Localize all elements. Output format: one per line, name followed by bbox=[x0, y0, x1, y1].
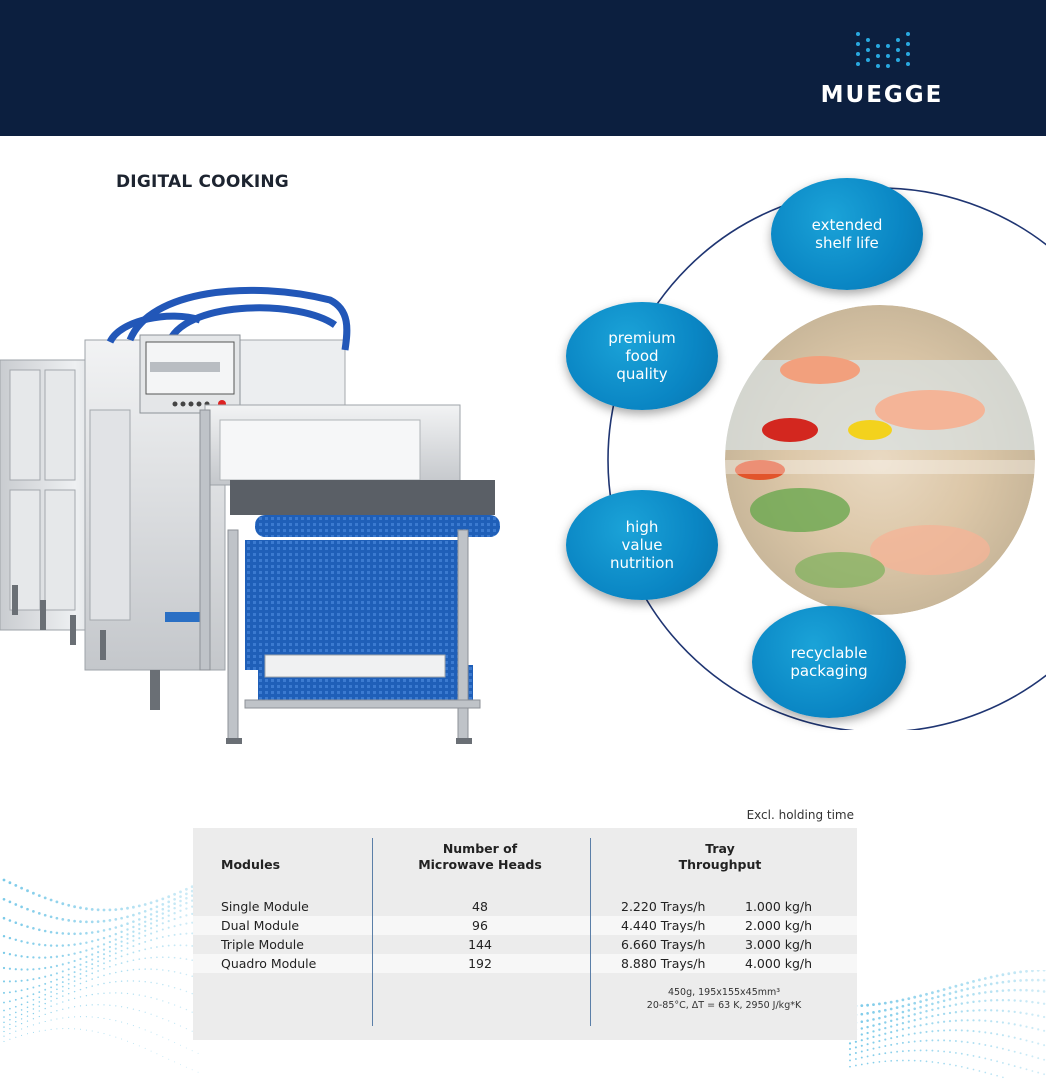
header-modules: Modules bbox=[221, 857, 281, 872]
benefits-ring bbox=[607, 187, 1046, 730]
cell-heads: 48 bbox=[472, 899, 488, 914]
cell-trays: 2.220 Trays/h bbox=[621, 899, 706, 914]
dot-wave-decoration-right bbox=[848, 970, 1046, 1079]
cell-heads: 96 bbox=[472, 918, 488, 933]
cell-kg: 1.000 kg/h bbox=[745, 899, 813, 914]
machine-frame bbox=[199, 409, 481, 741]
table-divider-1 bbox=[372, 838, 373, 1026]
cell-trays: 8.880 Trays/h bbox=[621, 956, 706, 971]
header-tray-line1: Tray bbox=[705, 841, 735, 856]
benefit-extended-shelf-life: extended shelf life bbox=[771, 178, 923, 290]
cell-trays: 6.660 Trays/h bbox=[621, 937, 706, 952]
table-row: Quadro Module 192 8.880 Trays/h 4.000 kg… bbox=[193, 954, 857, 973]
conveyor-belt bbox=[245, 515, 500, 703]
benefit-high-value-nutrition: high value nutrition bbox=[566, 490, 718, 600]
test-conditions-footnote: 450g, 195x155x45mm³ 20-85°C, ΔT = 63 K, … bbox=[590, 986, 858, 1012]
dot-wave-decoration-left bbox=[2, 878, 200, 1073]
cell-heads: 192 bbox=[468, 956, 492, 971]
muegge-logo: MUEGGE bbox=[806, 30, 958, 110]
header-heads-line1: Number of bbox=[442, 841, 518, 856]
table-row: Single Module 48 2.220 Trays/h 1.000 kg/… bbox=[193, 897, 857, 916]
hoses bbox=[106, 286, 351, 351]
holding-time-note: Excl. holding time bbox=[746, 808, 854, 822]
table-divider-2 bbox=[590, 838, 591, 1026]
benefit-premium-food-quality: premium food quality bbox=[566, 302, 718, 410]
logo-mark-icon bbox=[856, 32, 910, 68]
table-row: Triple Module 144 6.660 Trays/h 3.000 kg… bbox=[193, 935, 857, 954]
cell-module: Single Module bbox=[221, 899, 309, 914]
header-tray-line2: Throughput bbox=[678, 857, 762, 872]
machine-modules bbox=[0, 339, 346, 671]
footnote-line-2: 20-85°C, ΔT = 63 K, 2950 J/kg*K bbox=[646, 1000, 802, 1011]
microwave-machine-illustration bbox=[0, 286, 500, 744]
header-heads-line2: Microwave Heads bbox=[418, 857, 542, 872]
table-row: Dual Module 96 4.440 Trays/h 2.000 kg/h bbox=[193, 916, 857, 935]
benefit-recyclable-packaging: recyclable packaging bbox=[752, 606, 906, 718]
cell-heads: 144 bbox=[468, 937, 492, 952]
cell-kg: 3.000 kg/h bbox=[745, 937, 813, 952]
food-tray-photo bbox=[725, 305, 1035, 615]
page-title: DIGITAL COOKING bbox=[116, 172, 289, 192]
cell-module: Quadro Module bbox=[221, 956, 317, 971]
cell-trays: 4.440 Trays/h bbox=[621, 918, 706, 933]
control-panel bbox=[139, 334, 241, 414]
cell-kg: 4.000 kg/h bbox=[745, 956, 813, 971]
footnote-line-1: 450g, 195x155x45mm³ bbox=[667, 987, 781, 998]
brand-name: MUEGGE bbox=[820, 82, 944, 108]
cell-module: Dual Module bbox=[221, 918, 300, 933]
benefits-diagram: extended shelf life premium food quality… bbox=[540, 170, 1046, 730]
cell-module: Triple Module bbox=[221, 937, 304, 952]
cell-kg: 2.000 kg/h bbox=[745, 918, 813, 933]
header-banner: MUEGGE bbox=[0, 0, 1046, 136]
